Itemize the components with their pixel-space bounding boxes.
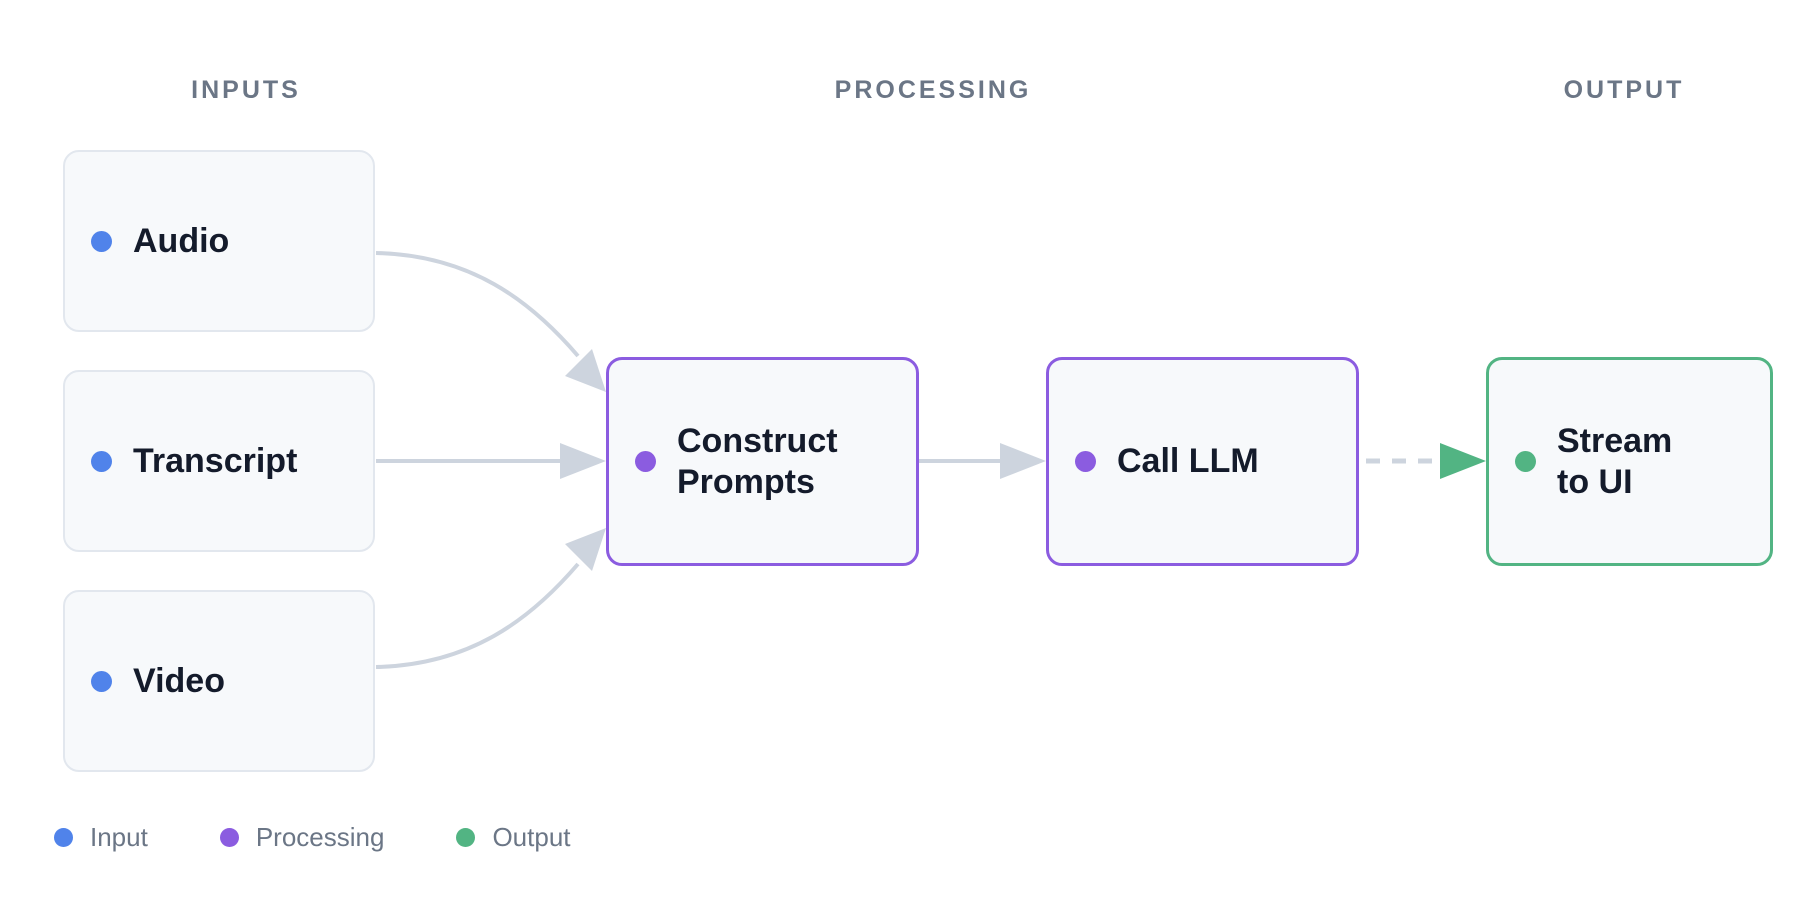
- node-audio-label: Audio: [133, 221, 230, 260]
- node-construct-prompts-label: Construct Prompts: [677, 421, 838, 503]
- column-header-output: OUTPUT: [1563, 76, 1685, 104]
- node-construct-prompts-label-line1: Construct: [677, 421, 838, 460]
- legend-item-input: Input: [54, 822, 148, 853]
- node-stream-to-ui-label-line1: Stream: [1557, 421, 1673, 460]
- legend-output-dot: [456, 828, 476, 847]
- processing-category-dot: [635, 451, 656, 472]
- column-header-processing: PROCESSING: [834, 76, 1032, 104]
- edge-audio-to-construct-prompts: [375, 251, 580, 358]
- node-audio: Audio: [63, 150, 375, 332]
- legend-output-label: Output: [492, 822, 571, 852]
- input-category-dot: [91, 670, 112, 692]
- arrowhead-transcript-edge: [560, 443, 606, 479]
- input-category-dot: [91, 230, 112, 252]
- node-stream-to-ui: Stream to UI: [1486, 357, 1773, 566]
- legend-item-output: Output: [456, 822, 571, 853]
- node-call-llm: Call LLM: [1046, 357, 1359, 566]
- input-category-dot: [91, 450, 112, 472]
- node-transcript-label: Transcript: [133, 441, 298, 480]
- arrowhead-stream-edge: [1440, 443, 1486, 479]
- arrowhead-video-edge: [565, 528, 606, 571]
- node-video-label: Video: [133, 661, 225, 700]
- legend-input-dot: [54, 828, 73, 847]
- legend-input-label: Input: [90, 822, 148, 852]
- processing-category-dot: [1075, 451, 1096, 472]
- legend-item-processing: Processing: [219, 822, 385, 853]
- edge-video-to-construct-prompts: [375, 562, 580, 669]
- column-header-inputs: INPUTS: [191, 76, 301, 104]
- node-construct-prompts: Construct Prompts: [606, 357, 919, 566]
- output-category-dot: [1515, 451, 1536, 472]
- node-stream-to-ui-label-line2: to UI: [1557, 462, 1633, 501]
- legend-processing-dot: [219, 828, 239, 847]
- arrowhead-call-llm-edge: [1000, 443, 1046, 479]
- node-transcript: Transcript: [63, 370, 375, 552]
- node-video: Video: [63, 590, 375, 772]
- legend-processing-label: Processing: [255, 822, 385, 852]
- node-call-llm-label: Call LLM: [1117, 442, 1259, 480]
- legend: Input Processing Output: [54, 822, 643, 853]
- node-stream-to-ui-label: Stream to UI: [1557, 421, 1672, 503]
- node-construct-prompts-label-line2: Prompts: [677, 462, 815, 501]
- arrowhead-audio-edge: [565, 349, 606, 392]
